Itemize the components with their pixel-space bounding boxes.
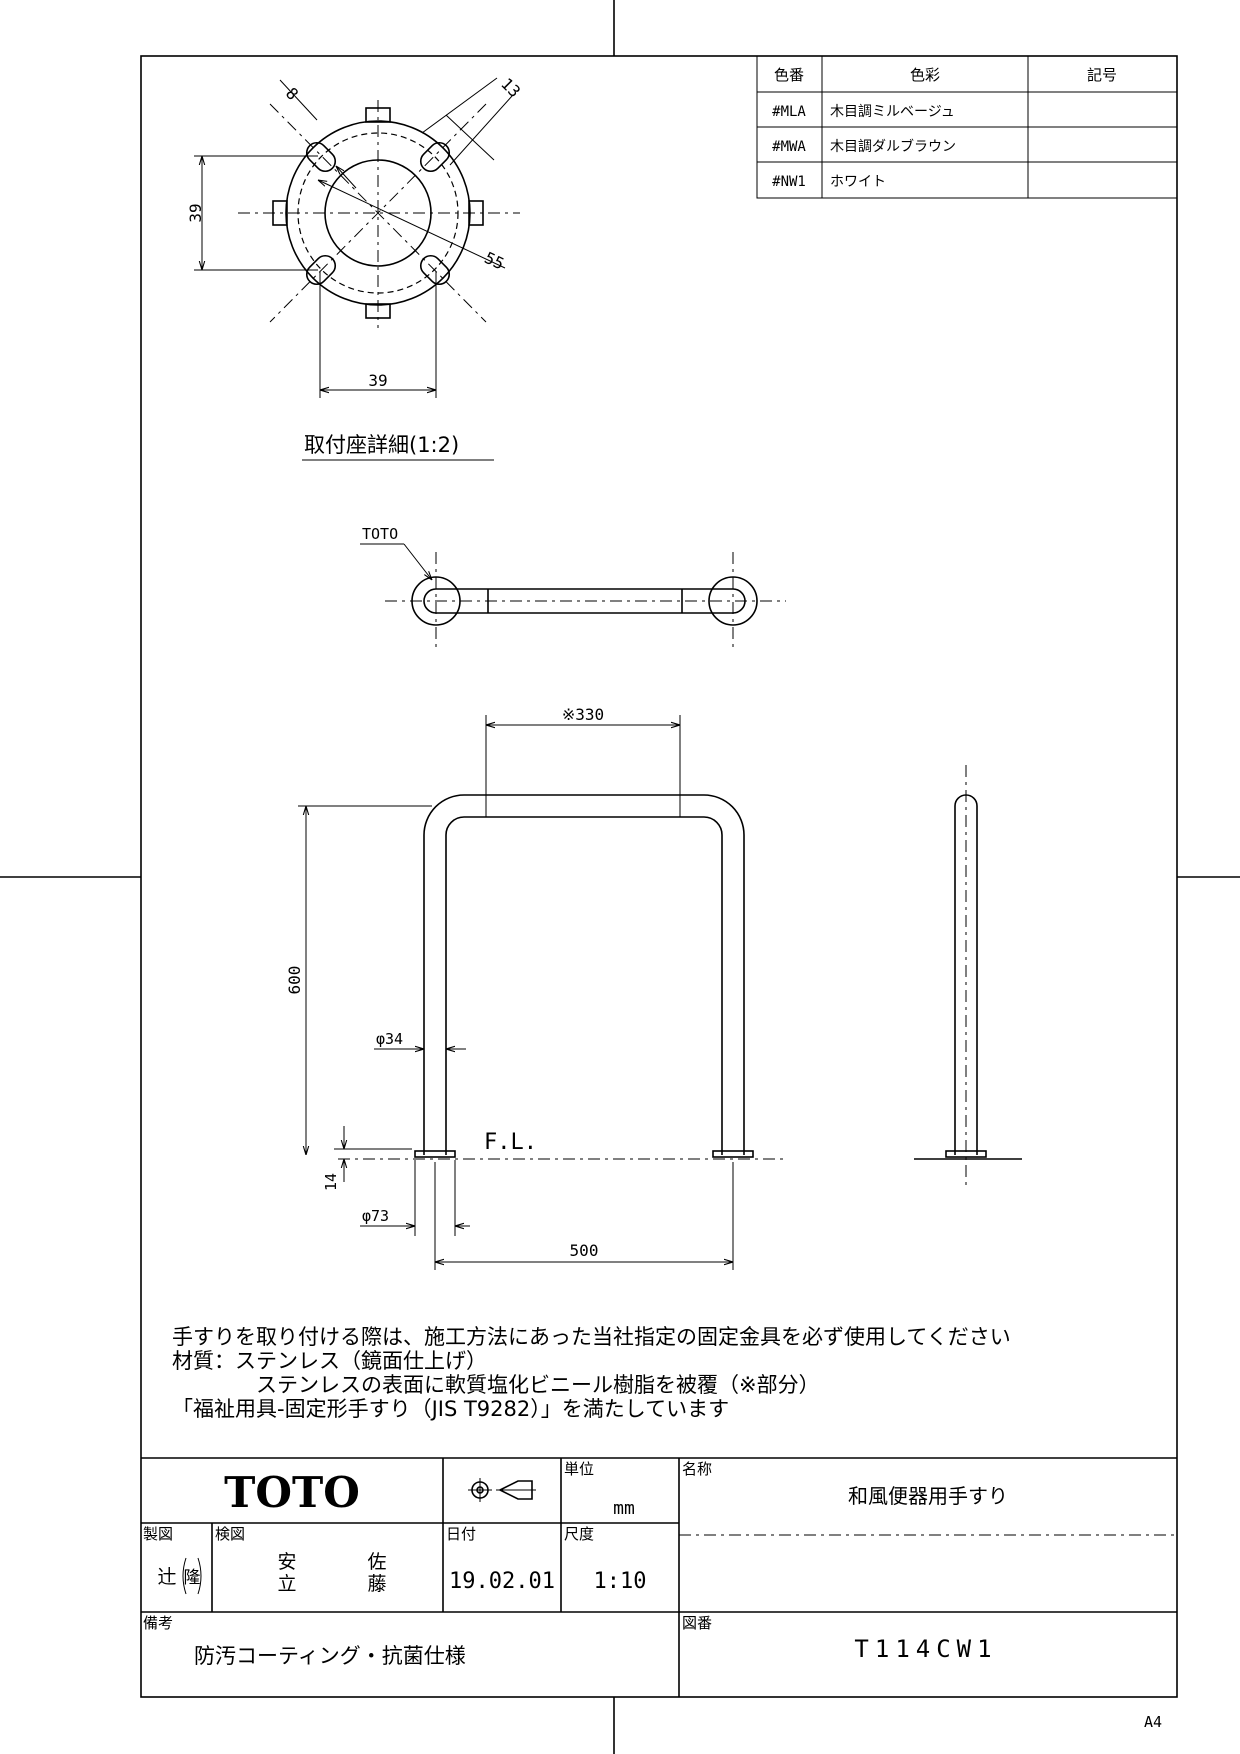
dim-base-thickness: 14 (322, 1173, 340, 1191)
color-code: #NW1 (772, 174, 806, 190)
color-code: #MLA (772, 104, 806, 120)
color-name: 木目調ミルベージュ (830, 104, 955, 120)
note-line: 手すりを取り付ける際は、施工方法にあった当社指定の固定金具を必ず使用してください (172, 1325, 1011, 1349)
dim-diameter: 55 (482, 248, 507, 273)
note-line: ステンレスの表面に軟質塩化ビニール樹脂を被覆（※部分） (256, 1373, 820, 1397)
notes: 手すりを取り付ける際は、施工方法にあった当社指定の固定金具を必ず使用してください… (172, 1325, 1011, 1421)
projection-symbol (468, 1478, 536, 1502)
brand-label: TOTO (362, 525, 398, 543)
checked-by: 佐 (367, 1551, 386, 1573)
drawn-by: 辻 (157, 1566, 176, 1588)
dim-pipe-dia: φ34 (376, 1030, 403, 1048)
dim-vertical: 39 (186, 203, 205, 222)
color-table: 色番 色彩 記号 #MLA 木目調ミルベージュ #MWA 木目調ダルブラウン #… (756, 55, 1178, 199)
color-table-header-symbol: 記号 (1087, 66, 1117, 84)
scale-value: 1:10 (594, 1569, 647, 1594)
color-name: ホワイト (830, 174, 886, 190)
color-table-header-name: 色彩 (910, 66, 940, 84)
checked-by: 立 (277, 1573, 296, 1595)
date-label: 日付 (446, 1525, 476, 1543)
name-label: 名称 (682, 1460, 712, 1478)
checked-label: 検図 (215, 1525, 245, 1543)
dim-span: 500 (570, 1241, 599, 1260)
paper-size: A4 (1144, 1713, 1162, 1731)
floor-label: F.L. (484, 1130, 537, 1155)
side-elevation (914, 765, 1022, 1190)
drawing-number: T114CW1 (854, 1635, 997, 1663)
mounting-base-detail: 8 13 39 39 55 取付座詳細(1:2) (186, 74, 524, 461)
drawn-by: 隆 (184, 1568, 201, 1588)
color-code: #MWA (772, 139, 806, 155)
checked-by: 藤 (367, 1573, 386, 1595)
plan-view: TOTO (360, 525, 786, 650)
drawing-no-label: 図番 (682, 1614, 712, 1632)
product-name: 和風便器用手すり (848, 1484, 1008, 1508)
color-table-header-code: 色番 (774, 66, 804, 84)
front-elevation: F.L. ※330 600 φ34 14 φ73 500 (285, 705, 786, 1270)
dim-height: 600 (285, 966, 304, 995)
toto-logo: TOTO (224, 1468, 360, 1517)
checked-by: 安 (277, 1551, 296, 1573)
unit-value: mm (613, 1498, 635, 1519)
remarks-label: 備考 (143, 1614, 173, 1632)
dim-coated-length: ※330 (562, 705, 604, 724)
detail-title: 取付座詳細(1:2) (304, 433, 459, 457)
drawing-frame (140, 55, 1178, 1698)
dim-width: 13 (497, 74, 524, 101)
remarks-value: 防汚コーティング・抗菌仕様 (194, 1644, 466, 1668)
scale-label: 尺度 (564, 1525, 594, 1543)
drawn-label: 製図 (143, 1525, 173, 1543)
title-block: TOTO 単位 mm 名称 和風便器用手すり 製図 辻 隆 検図 安 立 佐 藤… (141, 1457, 1177, 1697)
note-line: 材質：ステンレス（鏡面仕上げ） (172, 1349, 487, 1373)
dim-base-dia: φ73 (362, 1207, 389, 1225)
note-line: 「福祉用具-固定形手すり（JIS T9282）」を満たしています (172, 1397, 729, 1421)
color-name: 木目調ダルブラウン (830, 138, 956, 155)
dim-horizontal: 39 (368, 371, 387, 390)
unit-label: 単位 (564, 1460, 594, 1478)
date-value: 19.02.01 (449, 1569, 555, 1594)
